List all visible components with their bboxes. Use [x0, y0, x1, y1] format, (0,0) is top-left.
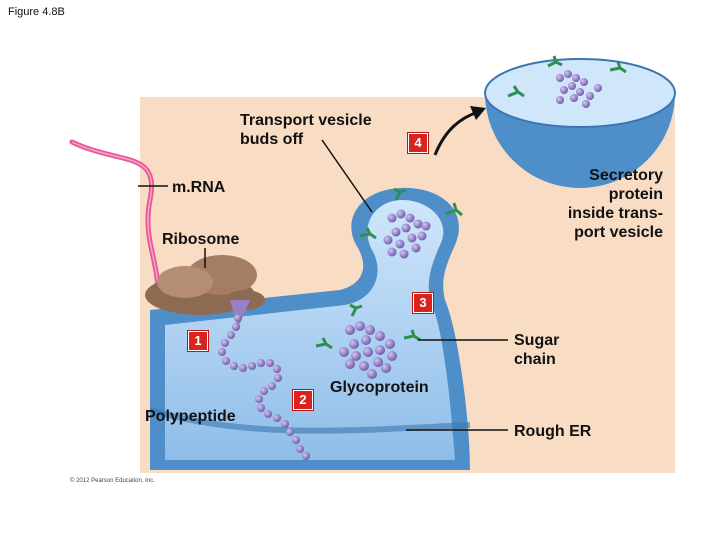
- vesicle-sugar-chains: [359, 187, 463, 240]
- polypeptide-chain: [218, 314, 310, 460]
- label-rough-er: Rough ER: [514, 423, 592, 440]
- er-lumen: [165, 200, 455, 460]
- figure-title: Figure 4.8B: [8, 6, 65, 18]
- label-mrna: m.RNA: [172, 179, 226, 196]
- label-glycoprotein: Glycoprotein: [330, 379, 429, 396]
- label-polypeptide: Polypeptide: [145, 408, 236, 425]
- step-badge-3: 3: [413, 293, 433, 313]
- label-transport-vesicle: Transport vesicle buds off: [240, 112, 372, 148]
- label-sugar-chain: Sugar chain: [514, 332, 560, 368]
- transport-arrow: [433, 110, 479, 156]
- copyright-text: © 2012 Pearson Education, Inc.: [70, 478, 155, 484]
- glycoprotein-cluster: [339, 321, 397, 379]
- step-badge-4: 4: [408, 133, 428, 153]
- vesicle-secretory-protein: [383, 209, 431, 259]
- transport-vesicle-released: [484, 55, 676, 188]
- leader-lines: [138, 139, 508, 431]
- ribosome: [145, 255, 265, 328]
- step-badge-1: 1: [188, 331, 208, 351]
- label-secretory-protein: Secretory protein inside trans- port ves…: [567, 167, 663, 241]
- label-ribosome: Ribosome: [162, 231, 240, 248]
- step-badge-2: 2: [293, 390, 313, 410]
